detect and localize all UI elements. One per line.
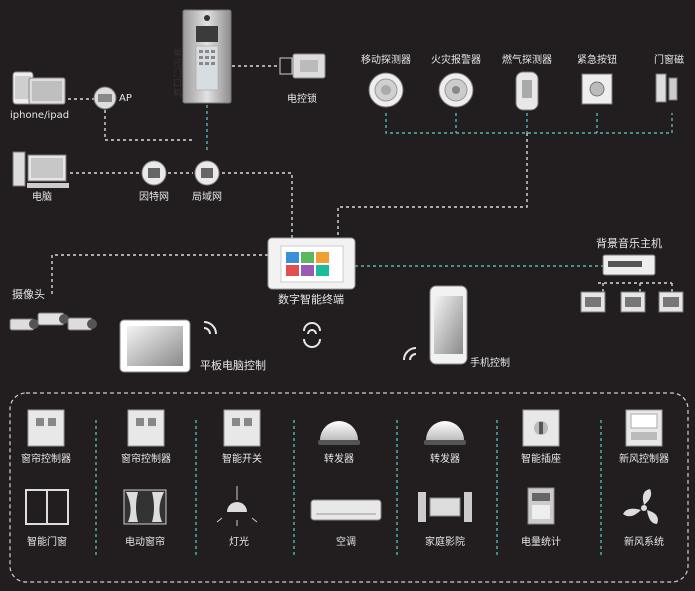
- electric-curtain-icon: [123, 489, 167, 525]
- sensor-label-3: 燃气探测器: [502, 55, 552, 66]
- light-icon: [216, 486, 258, 526]
- music-speaker-line: [598, 282, 673, 292]
- smart-terminal: [267, 237, 356, 290]
- smart-window-icon: [25, 489, 69, 525]
- ap-icon: [93, 86, 117, 110]
- speaker-icons: [580, 291, 684, 313]
- row2-label-3: 灯光: [229, 537, 249, 548]
- row1-label-4: 转发器: [324, 454, 354, 465]
- row2-label-2: 电动窗帘: [125, 537, 165, 548]
- sensor-label-5: 门窗磁: [654, 55, 684, 66]
- row2-label-4: 空调: [336, 537, 356, 548]
- row2-label-5: 家庭影院: [425, 537, 465, 548]
- air-conditioner-icon: [310, 499, 382, 521]
- curtain-controller-icon: [127, 409, 165, 447]
- camera-label: 摄像头: [12, 288, 45, 301]
- tablet-phone-icon: [12, 71, 66, 105]
- fan-icon: [623, 489, 658, 524]
- music-label: 背景音乐主机: [596, 237, 662, 250]
- door-intercom: [182, 9, 232, 104]
- row2-label-7: 新风系统: [624, 537, 664, 548]
- row1-label-2: 窗帘控制器: [121, 454, 171, 465]
- computer-icon: [12, 151, 69, 188]
- emergency-button-icon: [581, 73, 613, 105]
- motion-detector-icon: [368, 72, 404, 108]
- row1-label-1: 窗帘控制器: [21, 454, 71, 465]
- bottom-row2-icons: [25, 486, 658, 526]
- fresh-air-controller-icon: [625, 409, 663, 447]
- internet-label: 因特网: [139, 192, 169, 203]
- sensor-label-2: 火灾报警器: [431, 55, 481, 66]
- row2-label-6: 电量统计: [521, 537, 561, 548]
- lan-terminal-line: [222, 172, 293, 238]
- ap-lan-line: [104, 110, 193, 141]
- row2-label-1: 智能门窗: [27, 537, 67, 548]
- internet-icon: [141, 160, 167, 186]
- row1-label-3: 智能开关: [222, 454, 262, 465]
- sensor-label-1: 移动探测器: [361, 55, 411, 66]
- phone-pad-label: iphone/ipad: [10, 110, 70, 121]
- lock-icon: [279, 53, 326, 79]
- repeater-dome-icon: [424, 421, 466, 445]
- sensor-to-terminal: [337, 133, 528, 238]
- power-meter-icon: [527, 487, 555, 525]
- panel-dividers: [95, 420, 602, 555]
- row1-label-7: 新风控制器: [619, 454, 669, 465]
- row1-label-5: 转发器: [430, 454, 460, 465]
- fire-alarm-icon: [438, 72, 474, 108]
- smart-switch-icon: [223, 409, 261, 447]
- smart-socket-icon: [522, 409, 560, 447]
- mobile-phone-icon: [429, 285, 468, 365]
- music-host-icon: [602, 254, 656, 276]
- lan-label: 局域网: [192, 192, 222, 203]
- repeater-dome-icon: [318, 421, 360, 445]
- computer-label: 电脑: [32, 192, 52, 203]
- wifi-icon: [203, 321, 417, 361]
- tablet-label: 平板电脑控制: [200, 359, 266, 372]
- mobile-label: 手机控制: [470, 358, 510, 369]
- intercom-label: 单元门口机: [171, 48, 181, 98]
- gas-detector-icon: [515, 71, 539, 111]
- lan-icon: [194, 160, 220, 186]
- curtain-controller-icon: [27, 409, 65, 447]
- home-theater-icon: [418, 492, 472, 522]
- sensor-bus-line: [385, 113, 673, 134]
- sensor-label-4: 紧急按钮: [577, 55, 617, 66]
- device-panel: [9, 392, 689, 583]
- connection-lines: [51, 65, 673, 297]
- terminal-camera-line: [51, 254, 268, 297]
- ap-label: AP: [119, 93, 132, 104]
- tablet-icon: [119, 319, 191, 373]
- row1-label-6: 智能插座: [521, 454, 561, 465]
- door-magnet-icon: [655, 73, 678, 103]
- lock-label: 电控锁: [287, 94, 317, 105]
- bottom-row1-icons: [27, 409, 663, 447]
- camera-icon: [9, 312, 97, 331]
- terminal-label: 数字智能终端: [278, 293, 344, 306]
